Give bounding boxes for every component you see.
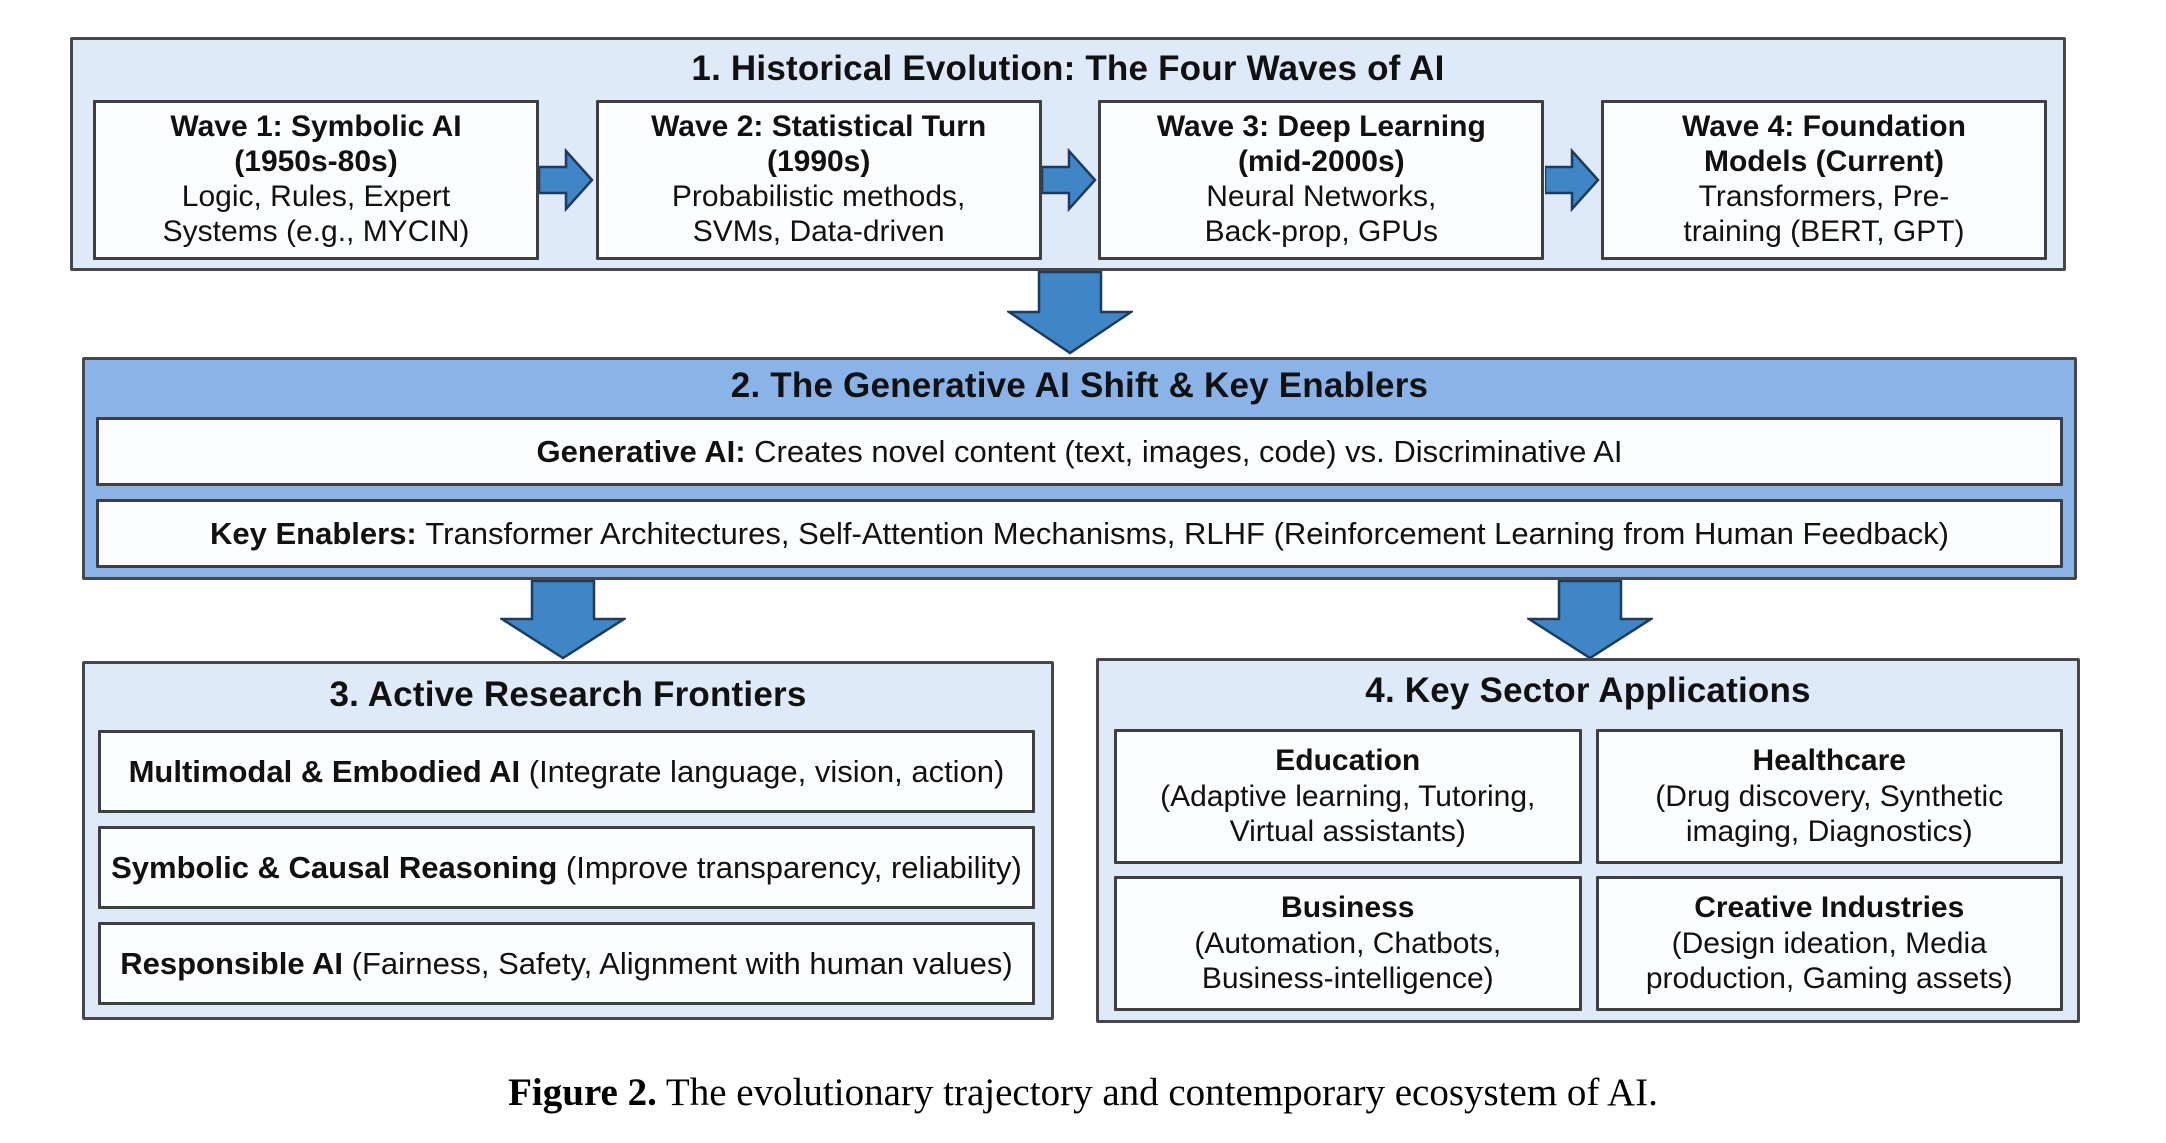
figure-caption-label: Figure 2. xyxy=(508,1071,657,1114)
section-historical-evolution: 1. Historical Evolution: The Four Waves … xyxy=(70,37,2066,271)
wave2-desc-line2: SVMs, Data-driven xyxy=(692,214,945,248)
section1-title: 1. Historical Evolution: The Four Waves … xyxy=(691,49,1445,88)
education-name: Education xyxy=(1275,744,1421,778)
figure-caption: Figure 2. The evolutionary trajectory an… xyxy=(0,1070,2166,1115)
healthcare-cell: Healthcare (Drug discovery, Synthetic im… xyxy=(1595,729,2063,864)
key-enablers-text: Transformer Architectures, Self-Attentio… xyxy=(425,515,1949,551)
creative-industries-desc-line1: (Design ideation, Media xyxy=(1671,926,1987,960)
wave1-title-line2: (1950s-80s) xyxy=(234,145,398,179)
generative-ai-text: Creates novel content (text, images, cod… xyxy=(754,433,1623,469)
education-desc-line1: (Adaptive learning, Tutoring, xyxy=(1160,779,1536,813)
business-desc-line2: Business-intelligence) xyxy=(1201,962,1494,996)
symbolic-causal-label: Symbolic & Causal Reasoning xyxy=(111,849,558,885)
business-desc-line1: (Automation, Chatbots, xyxy=(1194,926,1502,960)
wave3-title-line1: Wave 3: Deep Learning xyxy=(1156,110,1486,144)
arrow-right-icon xyxy=(1544,148,1600,212)
business-name: Business xyxy=(1281,891,1415,925)
symbolic-causal-row: Symbolic & Causal Reasoning (Improve tra… xyxy=(98,826,1035,909)
figure-caption-text: The evolutionary trajectory and contempo… xyxy=(665,1071,1658,1114)
section-generative-ai-shift: 2. The Generative AI Shift & Key Enabler… xyxy=(82,357,2077,580)
wave3-box: Wave 3: Deep Learning (mid-2000s) Neural… xyxy=(1098,100,1545,260)
section3-title: 3. Active Research Frontiers xyxy=(329,675,807,714)
generative-ai-label: Generative AI: xyxy=(536,433,746,469)
healthcare-name: Healthcare xyxy=(1752,744,1906,778)
creative-industries-name: Creative Industries xyxy=(1694,891,1965,925)
section2-title: 2. The Generative AI Shift & Key Enabler… xyxy=(730,366,1429,405)
education-desc-line2: Virtual assistants) xyxy=(1229,815,1466,849)
wave-row: Wave 1: Symbolic AI (1950s-80s) Logic, R… xyxy=(93,100,2047,260)
wave2-desc-line1: Probabilistic methods, xyxy=(671,180,966,213)
multimodal-text: (Integrate language, vision, action) xyxy=(528,753,1005,789)
arrow-down-icon xyxy=(500,580,626,660)
wave4-desc-line1: Transformers, Pre- xyxy=(1698,180,1950,213)
key-enablers-label: Key Enablers: xyxy=(210,515,417,551)
responsible-ai-row: Responsible AI (Fairness, Safety, Alignm… xyxy=(98,922,1035,1005)
section4-title: 4. Key Sector Applications xyxy=(1365,671,1811,710)
wave3-title-line2: (mid-2000s) xyxy=(1237,145,1405,179)
section-research-frontiers: 3. Active Research Frontiers Multimodal … xyxy=(82,661,1054,1020)
wave4-title-line2: Models (Current) xyxy=(1703,145,1944,179)
healthcare-desc-line1: (Drug discovery, Synthetic xyxy=(1655,779,2004,813)
wave1-desc-line1: Logic, Rules, Expert xyxy=(181,180,451,213)
arrow-down-icon xyxy=(1007,271,1133,355)
applications-grid: Education (Adaptive learning, Tutoring, … xyxy=(1114,729,2063,1011)
multimodal-row: Multimodal & Embodied AI (Integrate lang… xyxy=(98,730,1035,813)
research-rows: Multimodal & Embodied AI (Integrate lang… xyxy=(98,730,1035,1018)
symbolic-causal-text: (Improve transparency, reliability) xyxy=(565,849,1022,885)
multimodal-label: Multimodal & Embodied AI xyxy=(128,753,521,789)
arrow-right-icon xyxy=(539,148,595,212)
wave4-desc-line2: training (BERT, GPT) xyxy=(1683,214,1965,248)
responsible-ai-text: (Fairness, Safety, Alignment with human … xyxy=(351,945,1013,981)
key-enablers-row: Key Enablers: Transformer Architectures,… xyxy=(96,499,2063,568)
business-cell: Business (Automation, Chatbots, Business… xyxy=(1114,876,1582,1011)
creative-industries-cell: Creative Industries (Design ideation, Me… xyxy=(1595,876,2063,1011)
wave3-desc-line1: Neural Networks, xyxy=(1206,180,1437,213)
wave2-box: Wave 2: Statistical Turn (1990s) Probabi… xyxy=(595,100,1042,260)
responsible-ai-label: Responsible AI xyxy=(120,945,344,981)
generative-ai-row: Generative AI: Creates novel content (te… xyxy=(96,417,2063,486)
wave1-box: Wave 1: Symbolic AI (1950s-80s) Logic, R… xyxy=(93,100,539,260)
wave1-title-line1: Wave 1: Symbolic AI xyxy=(170,110,462,144)
section-sector-applications: 4. Key Sector Applications Education (Ad… xyxy=(1096,658,2080,1023)
arrow-right-icon xyxy=(1041,148,1097,212)
wave2-title-line1: Wave 2: Statistical Turn xyxy=(651,110,987,144)
wave4-title-line1: Wave 4: Foundation xyxy=(1682,110,1966,144)
creative-industries-desc-line2: production, Gaming assets) xyxy=(1645,962,2013,996)
healthcare-desc-line2: imaging, Diagnostics) xyxy=(1685,815,1973,849)
wave4-box: Wave 4: Foundation Models (Current) Tran… xyxy=(1600,100,2047,260)
wave1-desc-line2: Systems (e.g., MYCIN) xyxy=(162,214,470,248)
arrow-down-icon xyxy=(1527,580,1653,660)
wave3-desc-line2: Back-prop, GPUs xyxy=(1204,214,1439,248)
education-cell: Education (Adaptive learning, Tutoring, … xyxy=(1114,729,1582,864)
wave2-title-line2: (1990s) xyxy=(766,145,871,179)
generative-rows: Generative AI: Creates novel content (te… xyxy=(96,417,2063,581)
